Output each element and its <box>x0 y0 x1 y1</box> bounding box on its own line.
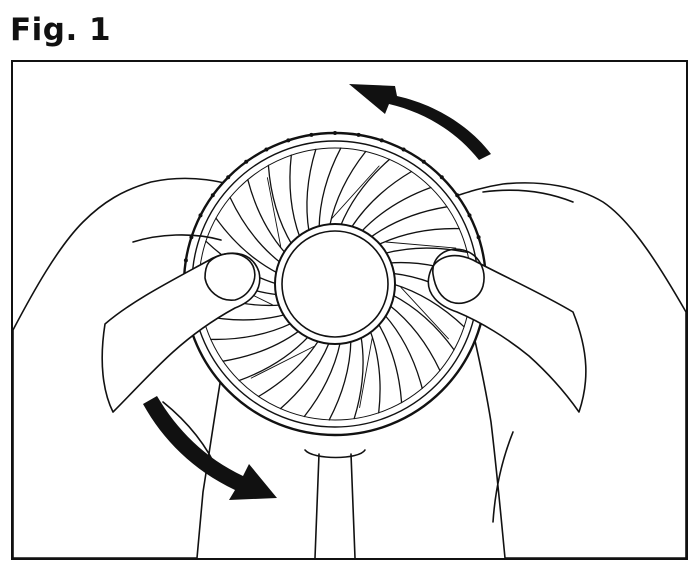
fan-blade-edge <box>400 286 449 340</box>
fan-stand <box>314 453 356 558</box>
rim-bump <box>210 193 215 198</box>
rim-bump <box>244 159 249 164</box>
grille-spoke <box>210 322 293 341</box>
rim-bump <box>455 193 460 198</box>
rim-bump <box>467 213 472 218</box>
grille-spoke <box>229 196 282 264</box>
grille-spoke <box>369 329 381 414</box>
grille-spoke <box>222 329 301 362</box>
rim-bump <box>333 131 337 135</box>
grille-spoke <box>328 150 367 227</box>
grille-spoke <box>391 294 455 351</box>
grille-spoke <box>377 322 403 404</box>
rim-bump <box>264 147 269 152</box>
rotation-arrow-top <box>349 84 491 160</box>
right-thumbnail <box>432 248 485 304</box>
fan-grille <box>183 131 481 421</box>
rim-bump <box>476 235 481 240</box>
grille-spoke <box>267 164 293 246</box>
rim-bump <box>183 258 188 263</box>
grille-spoke <box>289 154 301 239</box>
right-finger <box>482 189 574 203</box>
grille-spoke <box>383 247 468 255</box>
rim-bump <box>356 132 361 137</box>
fan-blade-edge <box>266 177 282 247</box>
grille-spoke <box>238 335 310 382</box>
rim-bump <box>421 159 426 164</box>
fan-rotation-illustration <box>13 84 686 558</box>
rim-bump <box>226 175 231 180</box>
left-thumb <box>101 252 261 413</box>
grille-spoke <box>369 206 448 239</box>
grille-spoke <box>377 227 460 246</box>
rim-bump <box>379 138 384 143</box>
left-thumbnail <box>204 252 256 301</box>
grille-spoke <box>257 339 320 398</box>
grille-spoke <box>350 170 413 229</box>
grille-spoke <box>353 335 364 420</box>
grille-spoke <box>360 186 432 233</box>
grille-spoke <box>247 179 287 255</box>
grille-spoke <box>339 158 391 227</box>
grille-spoke <box>318 147 342 229</box>
grille-spoke <box>328 339 352 421</box>
rim-bump <box>309 132 314 137</box>
grille-spoke <box>392 283 465 328</box>
grille-spoke <box>388 304 441 372</box>
fan-blade-edge <box>359 338 373 409</box>
fan-blade-edge <box>385 241 457 249</box>
left-finger <box>132 234 222 243</box>
figure-title: Fig. 1 <box>10 12 112 48</box>
rotation-arrow-bottom <box>143 396 277 500</box>
fan-blade-edge <box>331 165 380 219</box>
right-thumb <box>427 254 587 413</box>
grille-spoke <box>306 148 317 233</box>
grille-spoke <box>215 217 279 274</box>
rim-bump <box>401 147 406 152</box>
rim-bump <box>286 138 291 143</box>
grille-spoke <box>303 341 342 418</box>
grille-spoke <box>383 313 423 389</box>
rim-bump <box>439 175 444 180</box>
illustration-frame <box>11 60 688 560</box>
grille-spoke <box>279 341 331 410</box>
rim-bump <box>189 235 194 240</box>
fan-blade-edge <box>250 346 315 379</box>
rim-bump <box>198 213 203 218</box>
